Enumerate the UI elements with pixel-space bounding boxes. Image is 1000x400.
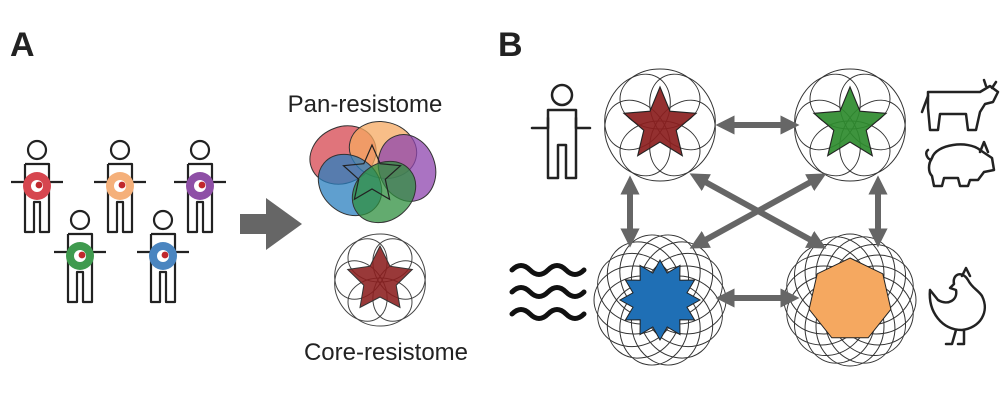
panel-a-letter: A bbox=[10, 26, 35, 64]
poultry-resistome bbox=[783, 233, 917, 367]
core-resistome-star bbox=[346, 244, 414, 309]
core-resistome-label: Core-resistome bbox=[304, 339, 468, 366]
pan-resistome-ellipse bbox=[351, 160, 417, 224]
person-icon bbox=[530, 83, 592, 180]
core-polygon bbox=[808, 257, 892, 339]
chicken-icon bbox=[928, 266, 987, 346]
individuals-group bbox=[11, 139, 226, 304]
core-star bbox=[622, 85, 698, 157]
core-resistome-diagram bbox=[334, 233, 426, 327]
pan-arrow-icon bbox=[240, 198, 302, 250]
person-icon bbox=[137, 209, 189, 304]
host-resistome-diagrams bbox=[593, 68, 917, 367]
livestock-resistome bbox=[794, 68, 906, 182]
person-icon bbox=[11, 139, 63, 234]
core-star bbox=[812, 85, 888, 157]
human-resistome bbox=[604, 68, 716, 182]
water-waves-icon bbox=[509, 263, 587, 321]
pan-resistome-diagram bbox=[309, 121, 437, 224]
person-icon bbox=[174, 139, 226, 234]
cow-icon bbox=[920, 78, 1000, 132]
panel-b-letter: B bbox=[498, 26, 523, 64]
double-arrow-icon bbox=[689, 173, 827, 249]
transfer-arrows bbox=[620, 115, 888, 308]
water-resistome bbox=[593, 234, 727, 366]
pan-resistome-label: Pan-resistome bbox=[288, 91, 443, 118]
person-icon bbox=[94, 139, 146, 234]
pig-icon bbox=[925, 140, 996, 188]
person-icon bbox=[54, 209, 106, 304]
core-star bbox=[618, 258, 702, 342]
